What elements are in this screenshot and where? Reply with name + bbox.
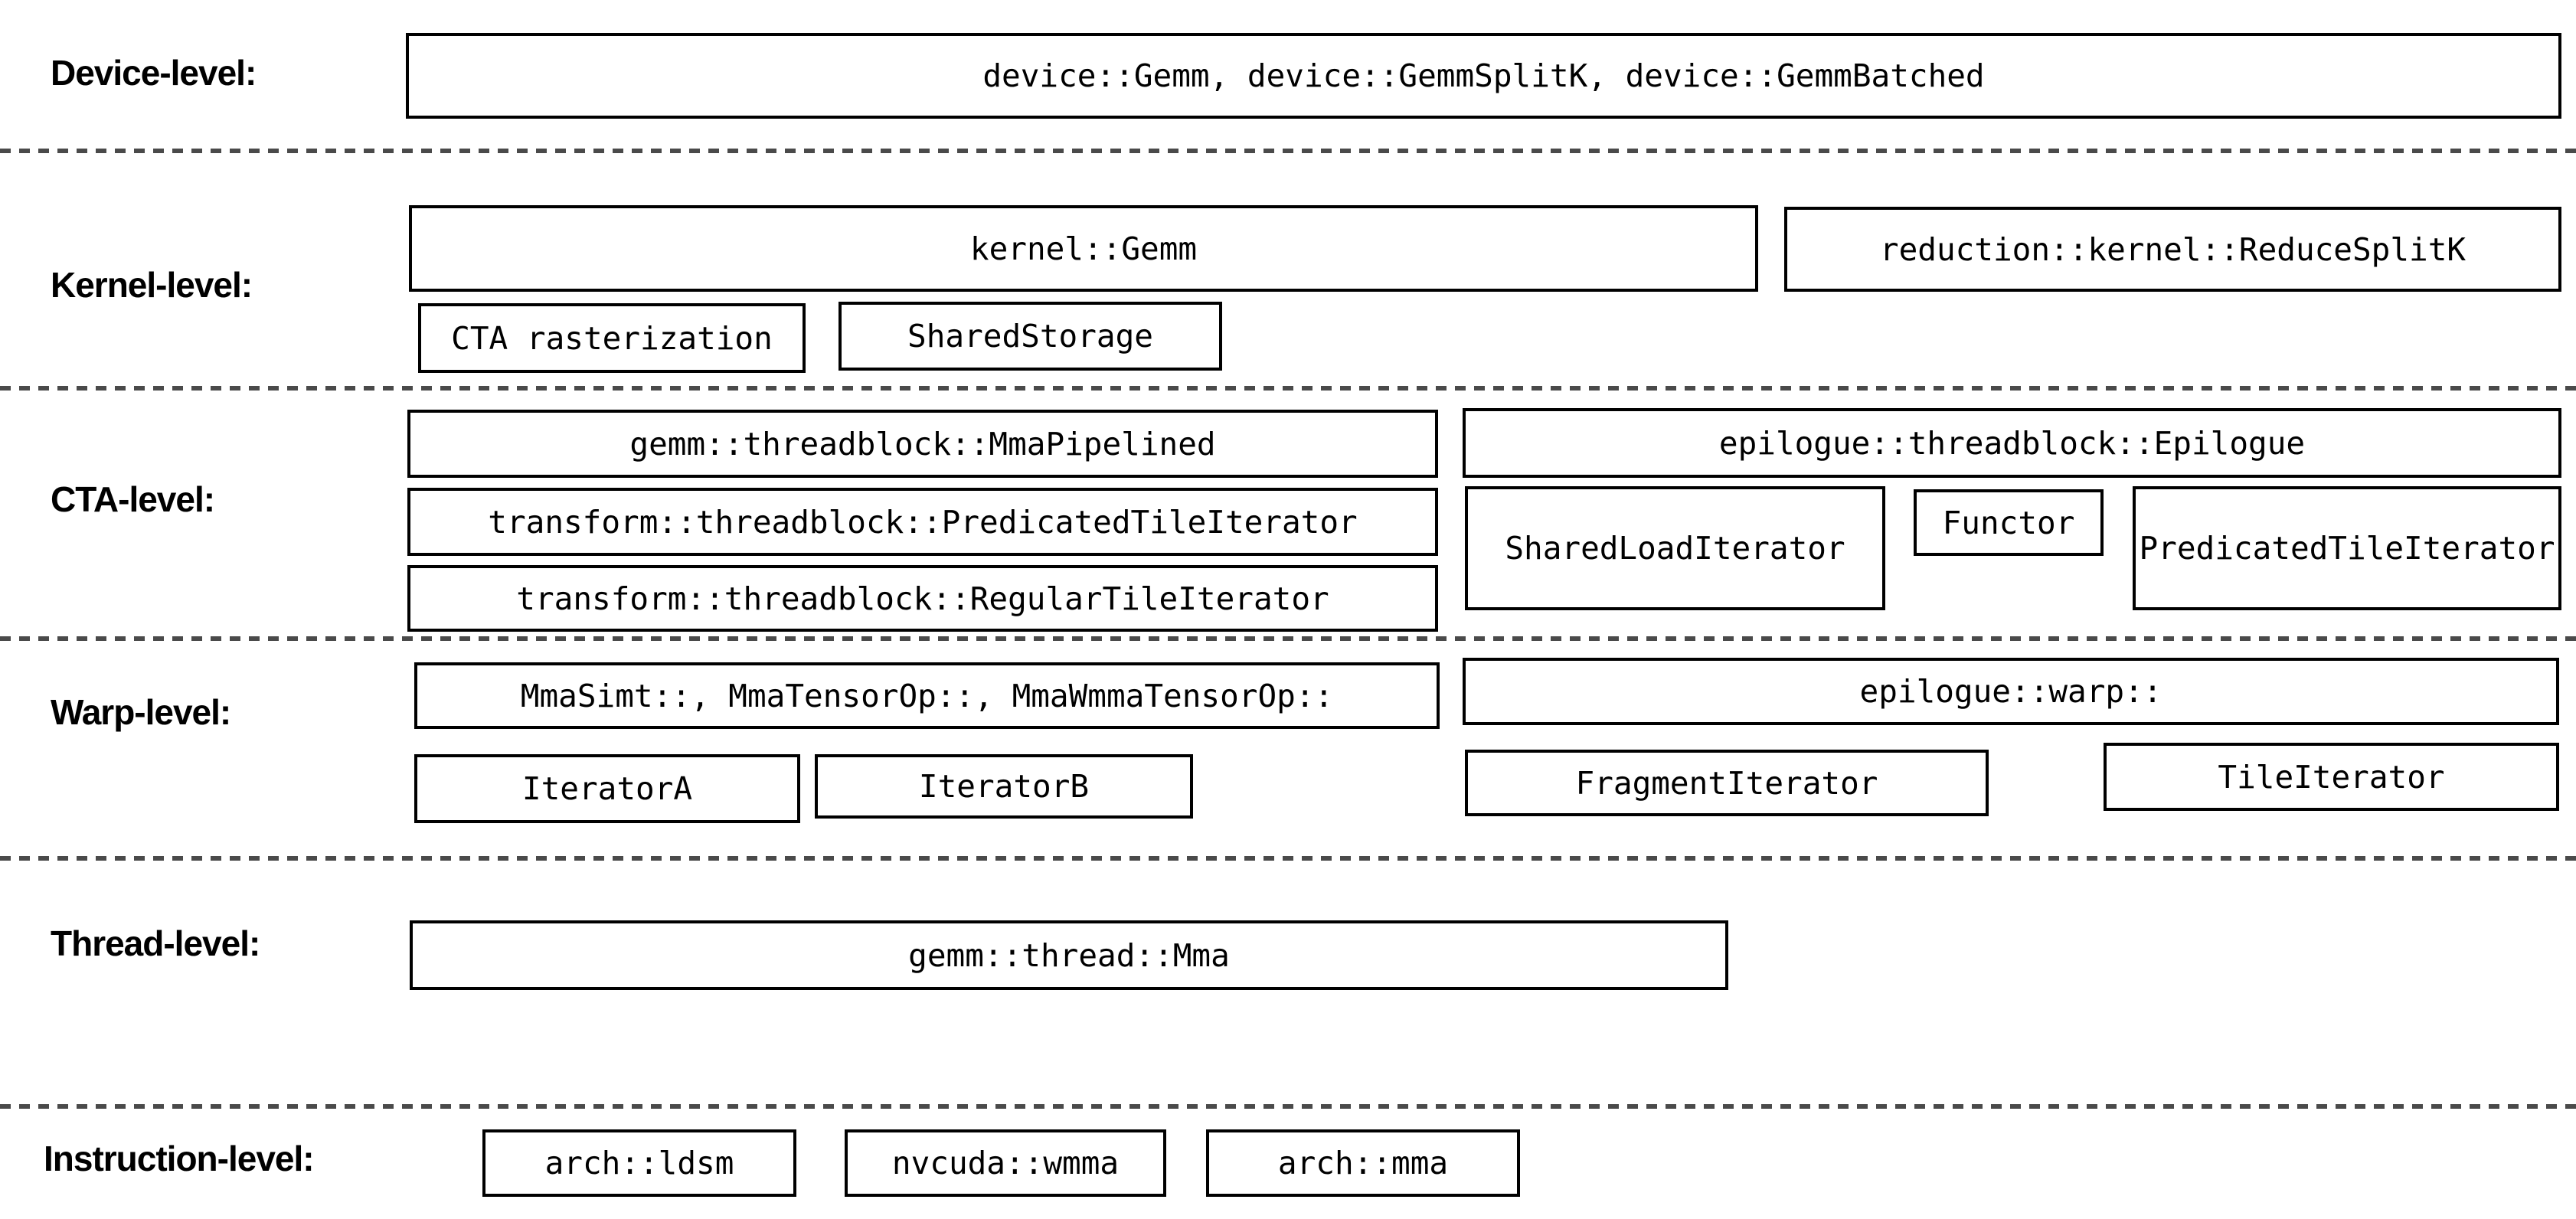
box-reduce-splitk: reduction::kernel::ReduceSplitK (1784, 207, 2561, 292)
level-label-warp: Warp-level: (51, 692, 231, 732)
level-label-kernel: Kernel-level: (51, 265, 253, 305)
box-functor: Functor (1914, 489, 2104, 556)
box-shared-load-iterator: SharedLoadIterator (1465, 486, 1885, 610)
separator-warp-thread (0, 856, 2576, 861)
box-iterator-a: IteratorA (414, 754, 800, 823)
box-cta-rasterization: CTA rasterization (418, 303, 806, 373)
box-arch-mma: arch::mma (1206, 1129, 1520, 1197)
level-label-cta: CTA-level: (51, 479, 215, 519)
box-epilogue-predicated-iterator: PredicatedTileIterator (2133, 486, 2561, 610)
box-transform-predicated-iterator: transform::threadblock::PredicatedTileIt… (407, 488, 1438, 556)
level-label-thread: Thread-level: (51, 923, 260, 963)
level-label-device: Device-level: (51, 53, 257, 93)
box-mma-pipelined: gemm::threadblock::MmaPipelined (407, 410, 1438, 478)
box-warp-mma: MmaSimt::, MmaTensorOp::, MmaWmmaTensorO… (414, 662, 1440, 729)
box-nvcuda-wmma: nvcuda::wmma (845, 1129, 1166, 1197)
level-label-instruction: Instruction-level: (44, 1139, 315, 1178)
box-shared-storage: SharedStorage (839, 302, 1222, 371)
box-epilogue-warp: epilogue::warp:: (1463, 658, 2559, 725)
separator-kernel-cta (0, 386, 2576, 391)
box-arch-ldsm: arch::ldsm (482, 1129, 796, 1197)
box-fragment-iterator: FragmentIterator (1465, 750, 1989, 816)
box-tile-iterator: TileIterator (2104, 743, 2559, 811)
box-device-gemm: device::Gemm, device::GemmSplitK, device… (406, 33, 2561, 119)
box-iterator-b: IteratorB (815, 754, 1193, 819)
box-regular-tile-iterator: transform::threadblock::RegularTileItera… (407, 565, 1438, 632)
box-kernel-gemm: kernel::Gemm (409, 205, 1758, 292)
box-thread-mma: gemm::thread::Mma (410, 920, 1728, 990)
separator-cta-warp (0, 636, 2576, 641)
separator-device-kernel (0, 149, 2576, 153)
separator-thread-instruction (0, 1104, 2576, 1109)
box-epilogue-threadblock: epilogue::threadblock::Epilogue (1463, 408, 2561, 478)
